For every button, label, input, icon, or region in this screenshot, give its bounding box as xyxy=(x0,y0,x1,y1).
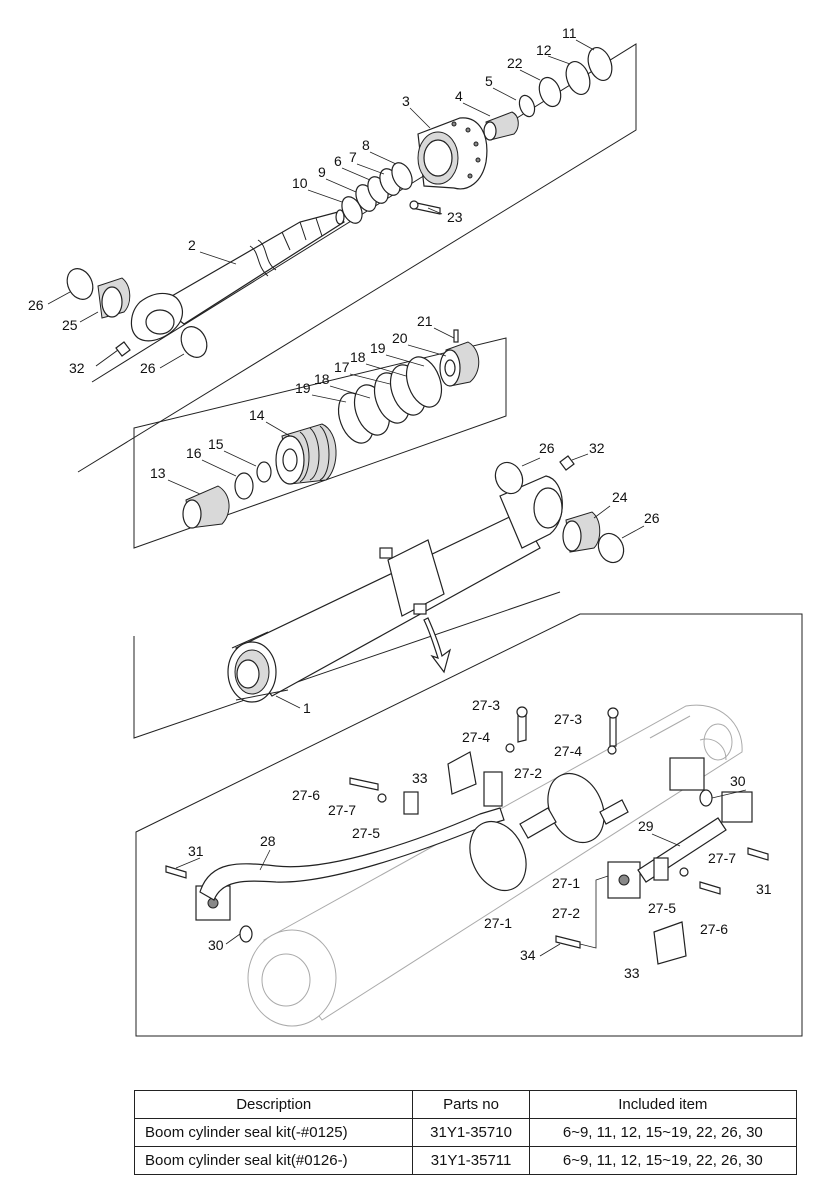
part-label-p25: 25 xyxy=(62,317,78,333)
row-description: Boom cylinder seal kit(#0126-) xyxy=(133,1146,414,1175)
row-included-item: 6~9, 11, 12, 15~19, 22, 26, 30 xyxy=(528,1146,798,1175)
part-label-p18b: 18 xyxy=(314,371,330,387)
part-label-p32b: 32 xyxy=(589,440,605,456)
part-label-p27-1b: 27-1 xyxy=(484,915,512,931)
part-label-p5: 5 xyxy=(485,73,493,89)
part-label-p2: 2 xyxy=(188,237,196,253)
row-description: Boom cylinder seal kit(-#0125) xyxy=(133,1118,414,1147)
part-label-p7: 7 xyxy=(349,149,357,165)
part-label-p32a: 32 xyxy=(69,360,85,376)
part-label-p31a: 31 xyxy=(188,843,204,859)
row-parts-no: 31Y1-35710 xyxy=(412,1118,530,1147)
part-label-p8: 8 xyxy=(362,137,370,153)
part-label-p33a: 33 xyxy=(412,770,428,786)
part-label-p26b: 26 xyxy=(140,360,156,376)
table-row: Boom cylinder seal kit(-#0125) 31Y1-3571… xyxy=(133,1118,798,1147)
part-label-p1: 1 xyxy=(303,700,311,716)
exploded-parts-diagram: 1112225438769102322625322621201918171918… xyxy=(28,25,803,1037)
part-label-p16: 16 xyxy=(186,445,202,461)
seal-kit-table: Description Parts no Included item Boom … xyxy=(133,1090,798,1175)
col-parts-no: Parts no xyxy=(412,1090,530,1119)
part-label-p9: 9 xyxy=(318,164,326,180)
part-label-p27-2a: 27-2 xyxy=(514,765,542,781)
part-label-p29: 29 xyxy=(638,818,654,834)
part-label-p27-6a: 27-6 xyxy=(292,787,320,803)
part-label-p26c: 26 xyxy=(539,440,555,456)
part-label-p4: 4 xyxy=(455,88,463,104)
part-label-p34: 34 xyxy=(520,947,536,963)
part-label-p27-3b: 27-3 xyxy=(554,711,582,727)
part-label-p31b: 31 xyxy=(756,881,772,897)
part-label-p24: 24 xyxy=(612,489,628,505)
part-label-p20: 20 xyxy=(392,330,408,346)
row-included-item: 6~9, 11, 12, 15~19, 22, 26, 30 xyxy=(528,1118,798,1147)
col-description: Description xyxy=(133,1090,414,1119)
col-included-item: Included item xyxy=(528,1090,798,1119)
part-label-p19a: 19 xyxy=(370,340,386,356)
part-label-p27-7a: 27-7 xyxy=(328,802,356,818)
part-label-p27-5a: 27-5 xyxy=(352,825,380,841)
piping-assembly xyxy=(165,704,769,1027)
table-header-row: Description Parts no Included item xyxy=(133,1090,798,1119)
part-label-p30b: 30 xyxy=(208,937,224,953)
part-label-p27-5b: 27-5 xyxy=(648,900,676,916)
part-label-p26a: 26 xyxy=(28,297,44,313)
part-label-p27-6b: 27-6 xyxy=(700,921,728,937)
part-label-p13: 13 xyxy=(150,465,166,481)
part-label-p3: 3 xyxy=(402,93,410,109)
part-label-p33b: 33 xyxy=(624,965,640,981)
row-parts-no: 31Y1-35711 xyxy=(412,1146,530,1175)
part-label-p30a: 30 xyxy=(730,773,746,789)
cylinder-tube xyxy=(227,455,625,703)
part-label-p14: 14 xyxy=(249,407,265,423)
part-label-p11: 11 xyxy=(562,25,577,41)
part-label-p15: 15 xyxy=(208,436,224,452)
part-label-p27-1a: 27-1 xyxy=(552,875,580,891)
part-label-p18a: 18 xyxy=(350,349,366,365)
part-label-p17: 17 xyxy=(334,359,350,375)
part-label-p12: 12 xyxy=(536,42,552,58)
part-label-p21: 21 xyxy=(417,313,433,329)
part-label-p27-2b: 27-2 xyxy=(552,905,580,921)
part-label-p27-4b: 27-4 xyxy=(554,743,582,759)
panel-frames xyxy=(77,43,803,1037)
part-label-p6: 6 xyxy=(334,153,342,169)
part-label-p27-4a: 27-4 xyxy=(462,729,490,745)
piston-assembly xyxy=(182,329,480,529)
piston-rod-assembly xyxy=(66,46,613,367)
part-label-p28: 28 xyxy=(260,833,276,849)
part-label-p27-7b: 27-7 xyxy=(708,850,736,866)
part-label-p26d: 26 xyxy=(644,510,660,526)
part-label-p27-3a: 27-3 xyxy=(472,697,500,713)
leader-lines xyxy=(47,39,747,957)
part-label-p23: 23 xyxy=(447,209,463,225)
part-label-p10: 10 xyxy=(292,175,308,191)
table-row: Boom cylinder seal kit(#0126-) 31Y1-3571… xyxy=(133,1146,798,1175)
part-label-p22: 22 xyxy=(507,55,523,71)
part-label-p19b: 19 xyxy=(295,380,311,396)
